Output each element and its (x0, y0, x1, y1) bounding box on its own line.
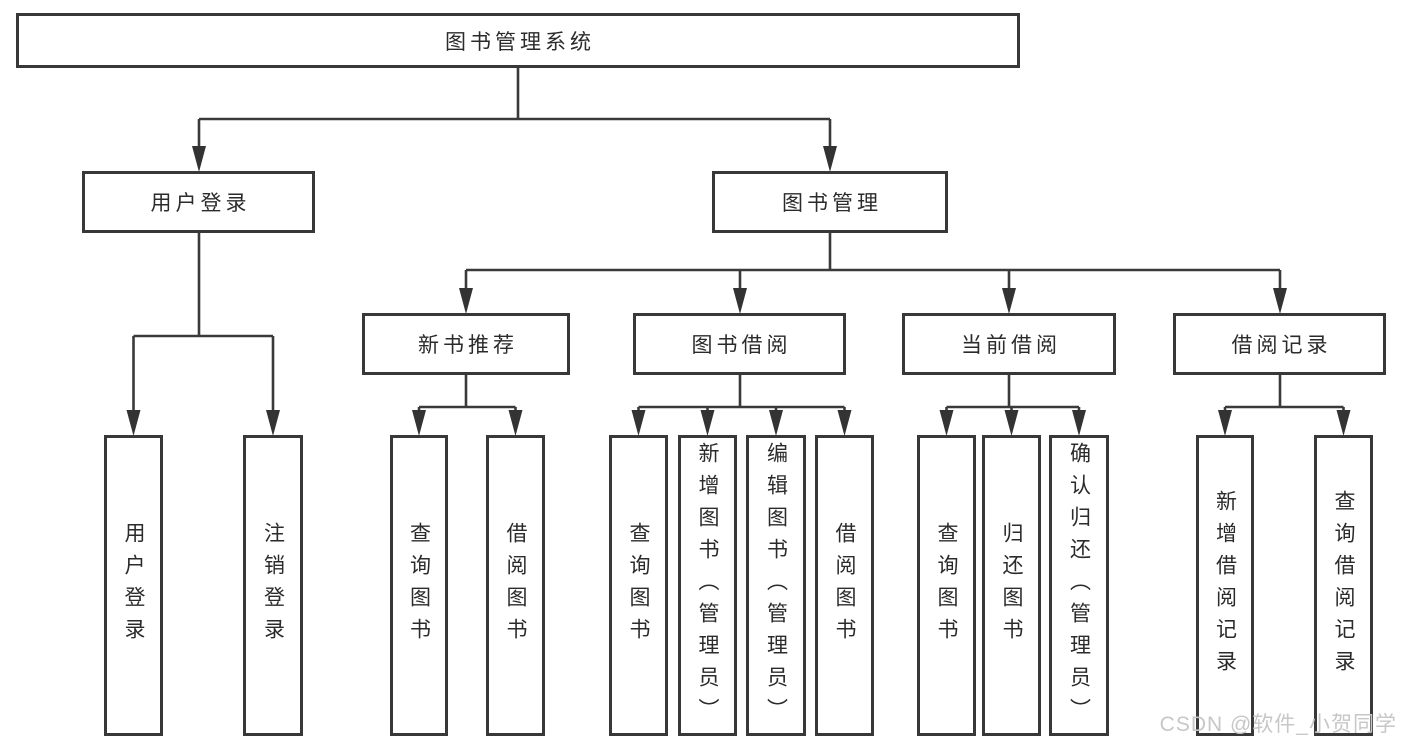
node-book-management: 图书管理 (712, 171, 948, 233)
node-borrowing-records: 借阅记录 (1173, 313, 1386, 375)
node-new-book-recommendation: 新书推荐 (362, 313, 570, 375)
leaf-confirm-return-admin: 确认归还（管理员） (1049, 435, 1109, 736)
node-library-management-system: 图书管理系统 (16, 13, 1020, 68)
arrowhead-user-login (192, 146, 206, 172)
arrowhead-leaf-user-login (126, 410, 141, 436)
connector-new-book-rec-children (417, 375, 517, 411)
arrowhead-book-management (823, 146, 837, 172)
connector-user-login-children (132, 233, 275, 411)
arrowhead-leaf-logout (266, 410, 280, 436)
connector-book-management-children (464, 233, 1282, 289)
leaf-borrow-books: 借阅图书 (815, 435, 874, 736)
leaf-edit-books-admin: 编辑图书（管理员） (746, 435, 806, 736)
connector-current-borrowing-children (945, 375, 1081, 411)
leaf-borrow-books-recommend: 借阅图书 (486, 435, 545, 736)
arrowhead-current-borrowing (1002, 288, 1016, 314)
node-book-borrowing: 图书借阅 (633, 313, 846, 375)
leaf-query-books-current: 查询图书 (917, 435, 976, 736)
leaf-add-books-admin: 新增图书（管理员） (678, 435, 737, 736)
node-user-login: 用户登录 (82, 171, 315, 233)
leaf-query-books-borrowing: 查询图书 (609, 435, 668, 736)
connector-book-borrowing-children (637, 375, 846, 411)
node-current-borrowing: 当前借阅 (902, 313, 1116, 375)
leaf-user-login: 用户登录 (104, 435, 163, 736)
arrowhead-book-borrowing (733, 288, 747, 314)
leaf-logout: 注销登录 (243, 435, 303, 736)
connector-root-to-level2 (197, 68, 832, 147)
arrowhead-borrowing-records (1273, 288, 1287, 314)
leaf-query-borrow-record: 查询借阅记录 (1314, 435, 1373, 736)
leaf-return-books: 归还图书 (982, 435, 1041, 736)
arrowhead-new-book-rec (459, 288, 473, 314)
leaf-query-books-recommend: 查询图书 (390, 435, 448, 736)
connector-borrowing-records-children (1223, 375, 1345, 411)
leaf-add-borrow-record: 新增借阅记录 (1196, 435, 1254, 736)
